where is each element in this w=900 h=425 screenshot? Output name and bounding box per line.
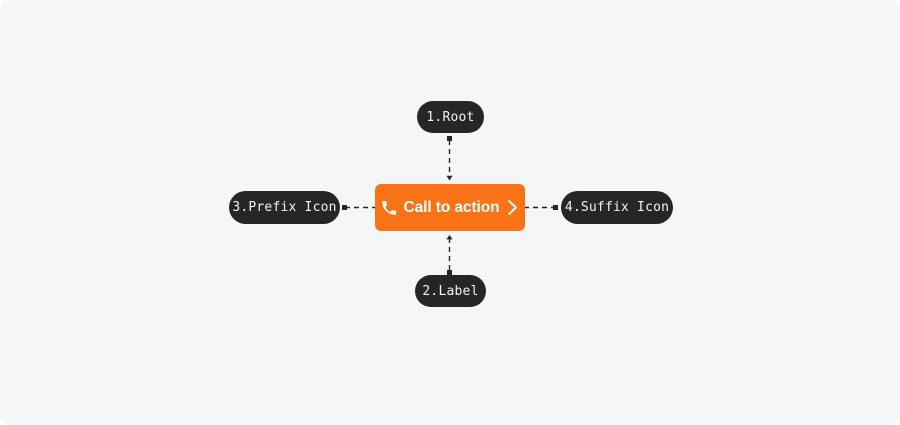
phone-icon <box>381 200 397 216</box>
node-suffix-icon-label: 4.Suffix Icon <box>564 200 670 215</box>
node-prefix-icon[interactable]: 3.Prefix Icon <box>229 191 340 224</box>
call-to-action-label: Call to action <box>403 198 500 216</box>
edge-label-to-cta <box>446 234 453 275</box>
node-label[interactable]: 2.Label <box>415 275 486 307</box>
node-suffix-icon[interactable]: 4.Suffix Icon <box>561 191 673 224</box>
edge-root-to-cta <box>446 136 453 181</box>
call-to-action-button[interactable]: Call to action <box>375 184 525 231</box>
node-root-label: 1.Root <box>426 109 475 125</box>
node-label-label: 2.Label <box>422 283 479 299</box>
node-prefix-icon-label: 3.Prefix Icon <box>232 200 337 215</box>
node-root[interactable]: 1.Root <box>417 101 484 133</box>
chevron-right-icon <box>506 199 519 216</box>
